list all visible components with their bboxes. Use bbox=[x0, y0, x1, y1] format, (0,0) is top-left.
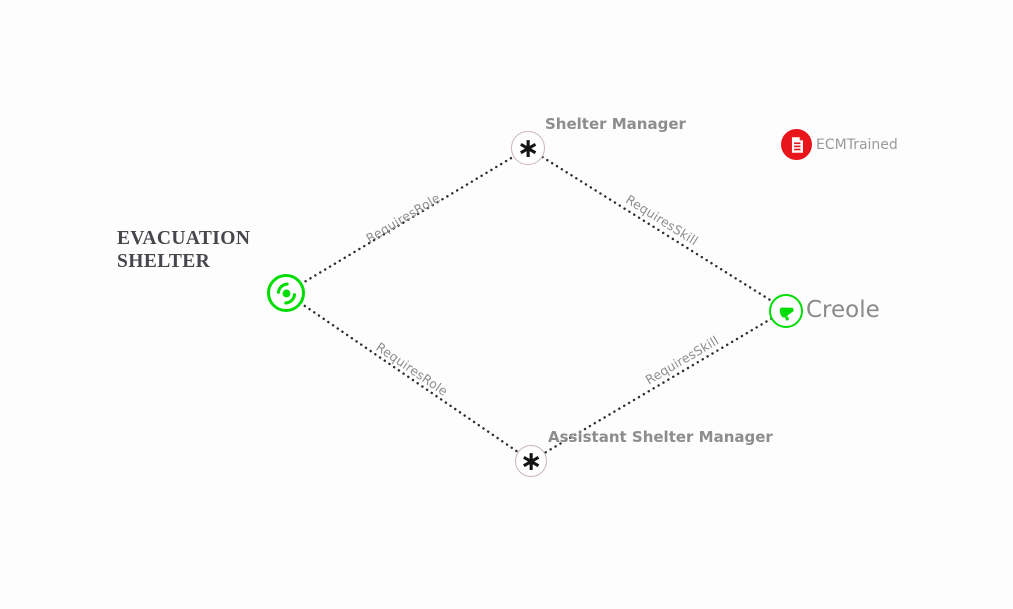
node-label-shelter-manager: Shelter Manager bbox=[545, 115, 686, 133]
entity-title-line1: EVACUATION bbox=[117, 228, 251, 249]
edge-evacuation-shelter-to-assistant-shelter-manager bbox=[284, 291, 533, 463]
node-label-evacuation-shelter: EVACUATION SHELTER bbox=[117, 227, 250, 273]
document-icon bbox=[786, 134, 808, 156]
entity-title-line2: SHELTER bbox=[117, 251, 211, 272]
node-label-assistant-shelter-manager: Assistant Shelter Manager bbox=[548, 428, 773, 446]
hurricane-icon bbox=[274, 281, 299, 306]
asterisk-glyph: ∗ bbox=[516, 133, 540, 164]
node-ecm-trained[interactable] bbox=[781, 129, 812, 160]
node-evacuation-shelter[interactable] bbox=[267, 274, 305, 312]
node-assistant-shelter-manager[interactable]: ∗ bbox=[515, 445, 547, 477]
node-creole[interactable] bbox=[769, 294, 803, 328]
megaphone-icon bbox=[775, 300, 798, 323]
edge-assistant-shelter-manager-to-creole bbox=[529, 308, 788, 463]
node-label-creole: Creole bbox=[806, 297, 880, 323]
edge-shelter-manager-to-creole bbox=[526, 146, 788, 312]
node-shelter-manager[interactable]: ∗ bbox=[511, 131, 545, 165]
node-label-ecm-trained: ECMTrained bbox=[816, 137, 898, 153]
asterisk-glyph: ∗ bbox=[519, 446, 543, 477]
